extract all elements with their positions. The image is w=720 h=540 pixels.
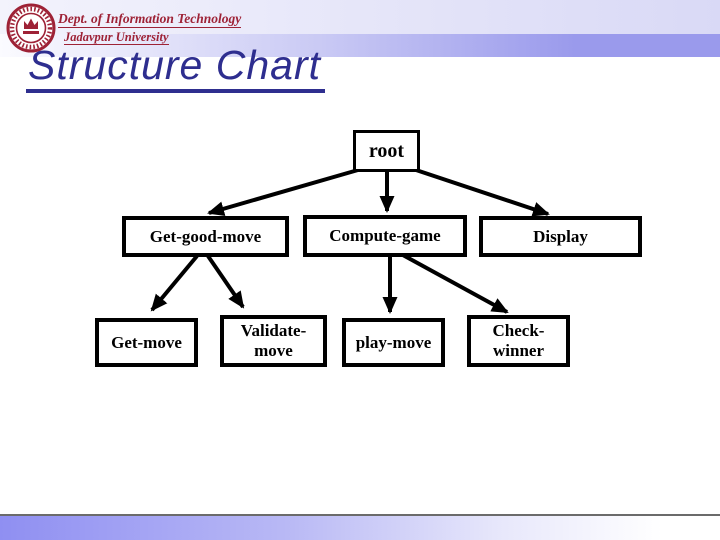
node-display: Display: [479, 216, 642, 257]
node-play-move: play-move: [342, 318, 445, 367]
slide-title: Structure Chart: [26, 43, 325, 94]
org-name-line2: Jadavpur University: [64, 30, 169, 46]
node-root: root: [353, 130, 420, 172]
node-compute-game: Compute-game: [303, 215, 467, 257]
header-band-top: [0, 0, 720, 34]
header-band-accent: [0, 34, 720, 57]
org-header: Dept. of Information Technology Jadavpur…: [58, 10, 242, 46]
university-seal-icon: [6, 3, 56, 53]
footer-band: [0, 516, 720, 540]
node-validate-move: Validate- move: [220, 315, 327, 367]
node-check-winner: Check- winner: [467, 315, 570, 367]
node-get-good-move: Get-good-move: [122, 216, 289, 257]
footer-divider-line: [0, 514, 720, 516]
node-get-move: Get-move: [95, 318, 198, 367]
